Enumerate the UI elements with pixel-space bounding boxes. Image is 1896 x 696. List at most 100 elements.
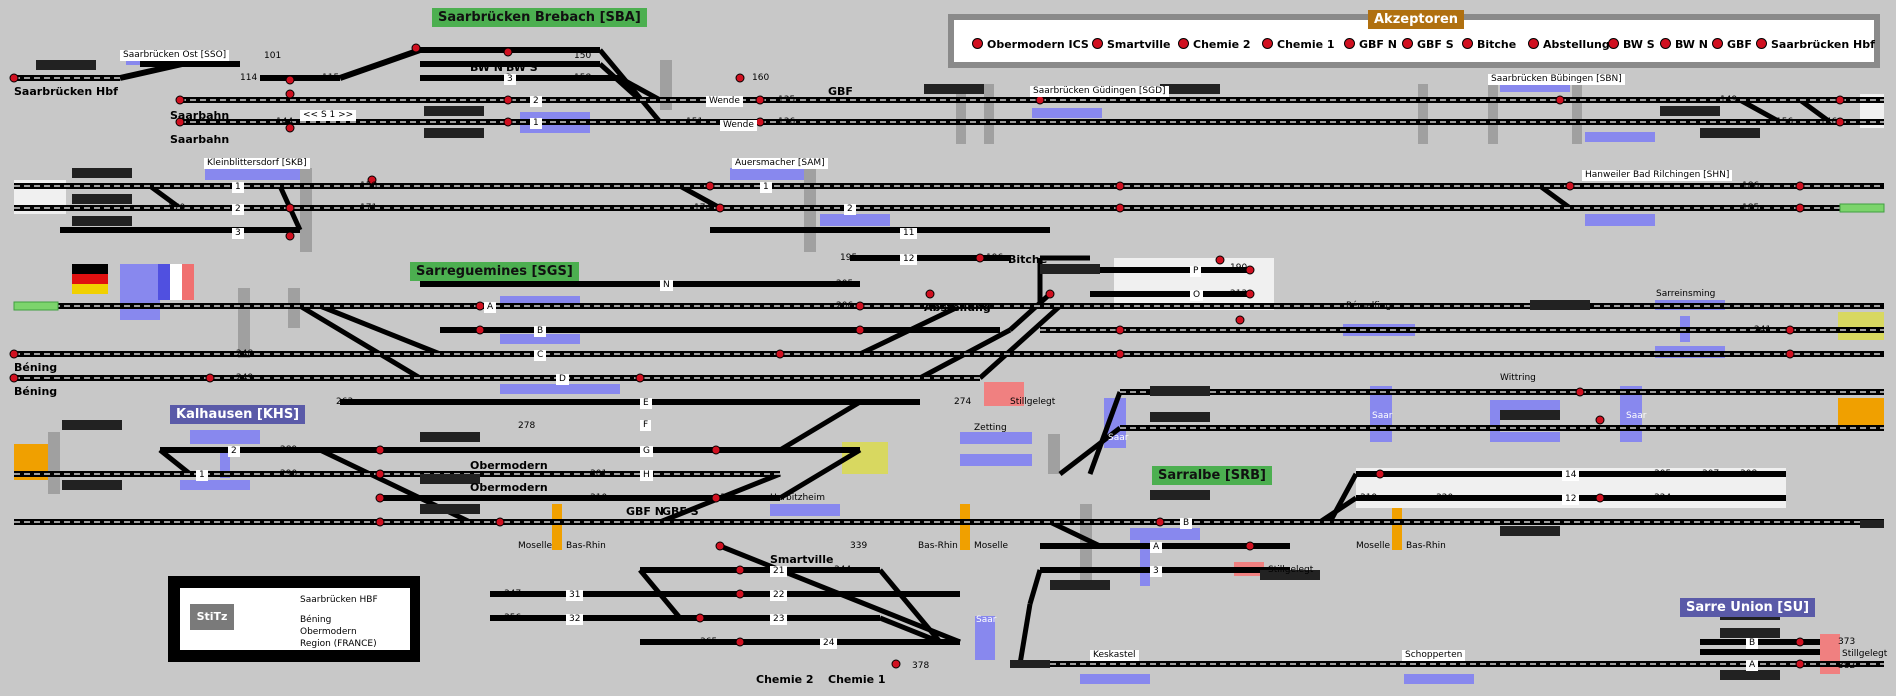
track-label-h: H: [640, 470, 653, 481]
num-278: 278: [518, 421, 536, 431]
signal-icon: [1344, 38, 1355, 49]
label-bening-1: Béning: [14, 361, 58, 374]
track-label-b: B: [534, 326, 547, 337]
label-moselle-1: Moselle: [518, 541, 553, 551]
acceptor-obermodern-ics[interactable]: Obermodern ICS: [972, 38, 1089, 50]
label-zetting: Zetting: [974, 423, 1007, 433]
track-label-32: 32: [566, 614, 584, 625]
track-label-1: 1: [530, 118, 542, 129]
acceptor-gbf-s[interactable]: GBF S: [1402, 38, 1454, 50]
num-324: 324: [1654, 493, 1672, 503]
track-label-sr3: 3: [1150, 566, 1162, 577]
num-308: 308: [1740, 469, 1758, 479]
num-310: 310: [590, 493, 608, 503]
track-label-srb: B: [1180, 518, 1193, 529]
num-115: 115: [322, 73, 340, 83]
acceptor-chemie-1[interactable]: Chemie 1: [1262, 38, 1335, 50]
acceptor-saarbruecken-hbf[interactable]: Saarbrücken Hbf: [1756, 38, 1875, 50]
label-obermodern-2: Obermodern: [470, 481, 548, 494]
track-label-o: O: [1190, 290, 1204, 301]
track-label-k1: 1: [232, 182, 244, 193]
label-saarbahn-2: Saarbahn: [170, 133, 230, 146]
num-382: 382: [1838, 661, 1856, 671]
track-label-d: D: [556, 374, 569, 385]
track-label-su-a: A: [1746, 660, 1759, 671]
track-label-24: 24: [820, 638, 838, 649]
num-356: 356: [504, 613, 522, 623]
stitz-row-saarbruecken: Saarbrücken HBF: [300, 595, 378, 605]
num-190: 190: [1230, 263, 1248, 273]
label-saar-3: Saar: [1626, 411, 1647, 421]
label-bas-rhin-1: Bas-Rhin: [566, 541, 606, 551]
label-sarreinsming: Sarreinsming: [1656, 289, 1716, 299]
label-bening-2: Béning: [14, 385, 58, 398]
label-stillgelegt-3: Stillgelegt: [1842, 649, 1888, 659]
num-170: 170: [168, 203, 186, 213]
num-195: 195: [840, 253, 858, 263]
stitz-row-bening: Béning: [300, 615, 332, 625]
num-307: 307: [1702, 469, 1720, 479]
track-label-21: 21: [770, 566, 788, 577]
signal-icon: [972, 38, 983, 49]
acceptor-bw-s[interactable]: BW S: [1608, 38, 1655, 50]
label-gbf: GBF: [828, 85, 853, 98]
acceptor-bitche[interactable]: Bitche: [1462, 38, 1516, 50]
label-abstellung: Abstellung: [924, 301, 991, 314]
station-sarreguemines: Sarreguemines [SGS]: [410, 262, 579, 281]
num-320: 320: [1436, 493, 1454, 503]
signal-icon: [1712, 38, 1723, 49]
label-bas-rhin-3: Bas-Rhin: [1406, 541, 1446, 551]
track-label-su-b: B: [1746, 638, 1759, 649]
track-label-c: C: [534, 350, 547, 361]
track-label-12: 12: [900, 254, 918, 265]
acceptor-abstellung[interactable]: Abstellung: [1528, 38, 1610, 50]
track-label-s1: << S 1 >>: [300, 110, 357, 121]
acceptor-bw-n[interactable]: BW N: [1660, 38, 1708, 50]
stitz-inner: StiTz Saarbrücken HBF Béning Obermodern …: [180, 588, 410, 650]
label-gudingen: Saarbrücken Güdingen [SGD]: [1030, 86, 1169, 97]
track-label-a: A: [484, 302, 497, 313]
track-dashes: [14, 77, 1884, 665]
acceptor-gbf[interactable]: GBF: [1712, 38, 1752, 50]
num-315: 315: [720, 493, 738, 503]
num-373: 373: [1838, 637, 1856, 647]
stitz-button[interactable]: StiTz: [190, 604, 234, 630]
signal-icon: [1262, 38, 1273, 49]
stitz-row-region: Region (FRANCE): [300, 639, 377, 649]
station-sarre-union: Sarre Union [SU]: [1680, 598, 1816, 617]
num-160: 160: [752, 73, 770, 83]
num-174: 174: [694, 203, 712, 213]
label-obermodern-1: Obermodern: [470, 459, 548, 472]
signals[interactable]: [9, 43, 1845, 669]
acceptor-smartville[interactable]: Smartville: [1092, 38, 1170, 50]
signal-icon: [1402, 38, 1413, 49]
num-114: 114: [240, 73, 258, 83]
track-label-k3: 3: [232, 228, 244, 239]
label-bitche: Bitche: [1008, 253, 1048, 266]
num-101: 101: [264, 51, 282, 61]
legend-title: Akzeptoren: [1368, 10, 1465, 29]
num-339: 339: [850, 541, 868, 551]
track-label-14: 14: [1562, 470, 1580, 481]
tracks-connectors: [148, 48, 1832, 665]
acceptor-gbf-n[interactable]: GBF N: [1344, 38, 1397, 50]
num-344: 344: [834, 565, 852, 575]
track-label-3: 3: [504, 74, 516, 85]
num-347: 347: [504, 589, 522, 599]
num-171: 171: [360, 203, 378, 213]
num-274: 274: [954, 397, 972, 407]
label-saar-4: Saar: [976, 615, 997, 625]
signal-icon: [1756, 38, 1767, 49]
num-146: 146: [1820, 117, 1838, 127]
signal-icon: [1660, 38, 1671, 49]
num-378: 378: [912, 661, 930, 671]
track-label-e: E: [640, 398, 652, 409]
num-249: 249: [236, 373, 254, 383]
acceptor-chemie-2[interactable]: Chemie 2: [1178, 38, 1251, 50]
flag-france: [158, 264, 194, 300]
label-wende-1: Wende: [706, 96, 743, 107]
num-149: 149: [1720, 95, 1738, 105]
track-label-n: N: [660, 280, 673, 291]
num-185: 185: [1742, 203, 1760, 213]
station-kalhausen: Kalhausen [KHS]: [170, 405, 306, 424]
